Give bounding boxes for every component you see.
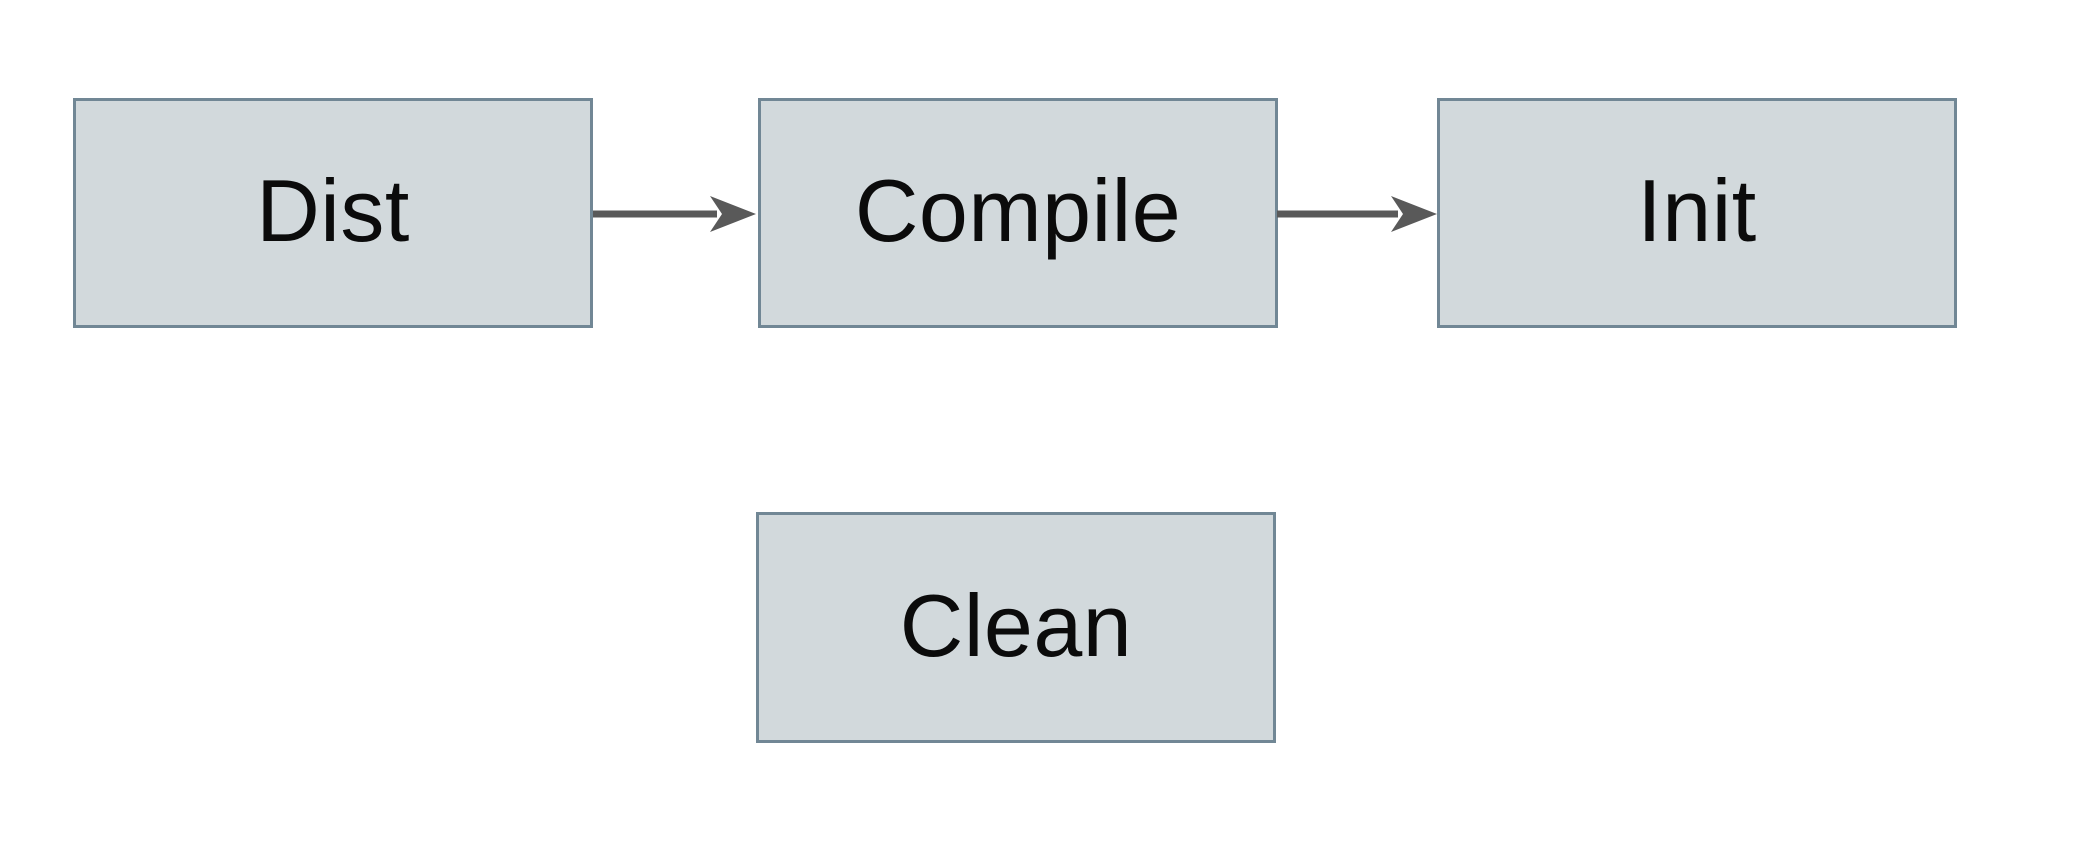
node-compile-label: Compile [854, 161, 1182, 260]
node-clean-label: Clean [899, 575, 1133, 675]
arrow-compile-to-init [1277, 196, 1437, 232]
node-compile: Compile [758, 98, 1278, 328]
node-clean: Clean [756, 512, 1276, 743]
node-dist-label: Dist [256, 161, 410, 260]
arrow-dist-to-compile [593, 196, 756, 232]
node-init-label: Init [1637, 161, 1757, 260]
node-dist: Dist [73, 98, 593, 328]
node-init: Init [1437, 98, 1957, 328]
